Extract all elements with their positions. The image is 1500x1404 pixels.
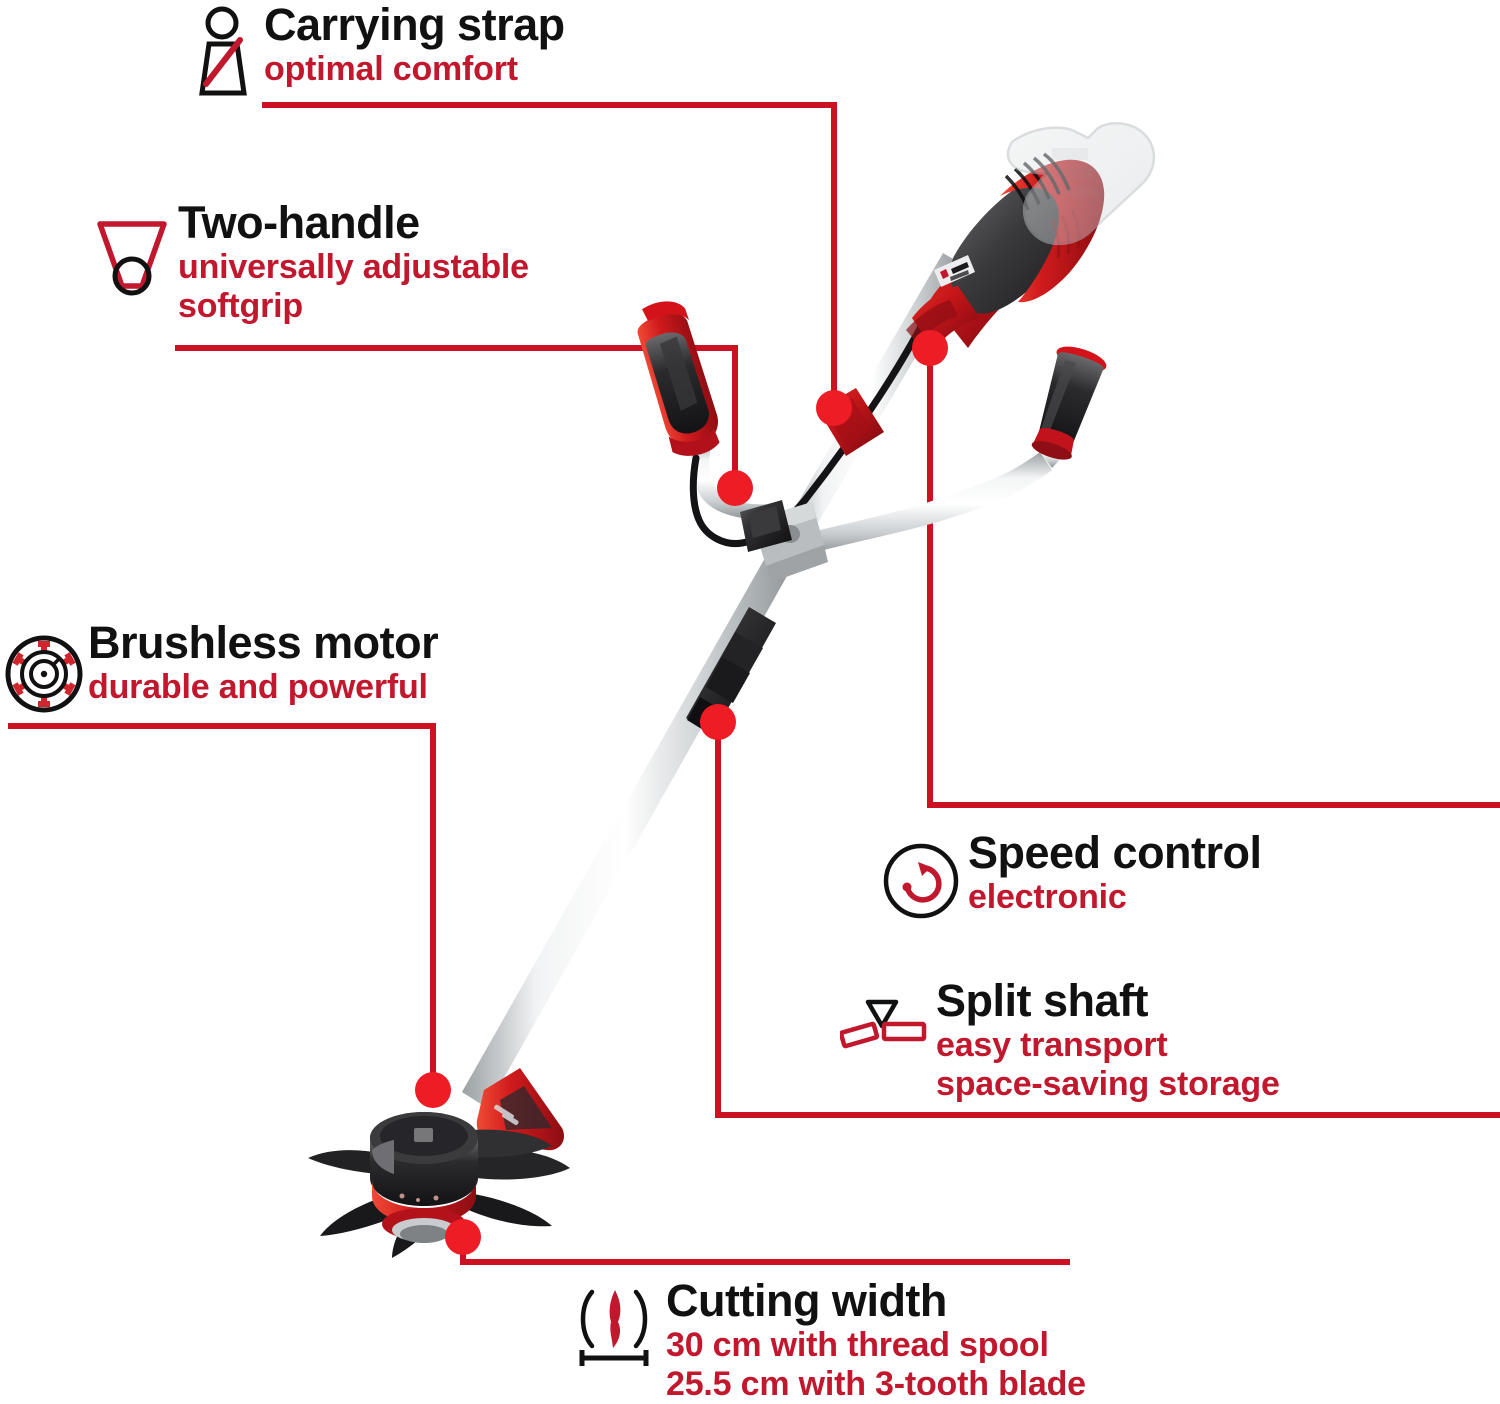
leader-brushless-motor: [8, 723, 436, 1088]
split-shaft-coupling: [686, 607, 776, 736]
brand-badge: [934, 255, 975, 287]
dot-carrying-strap: [816, 390, 852, 426]
guard-wing-right: [470, 1148, 570, 1180]
handle-trapezoid-icon: [92, 210, 172, 303]
bike-handle-grip: [1031, 346, 1107, 460]
bike-handle-bar-2: [1040, 437, 1068, 468]
callout-subtitle: electronic: [968, 878, 1127, 916]
cutting-width-caliper-icon: [568, 1284, 660, 1381]
callout-title: Two-handle: [178, 197, 420, 248]
motor-stator-icon: [4, 634, 84, 719]
callout-brushless-motor: Brushless motor durable and powerful: [5, 617, 439, 713]
power-cable: [738, 296, 939, 547]
callout-speed-control: Speed control electronic: [883, 827, 1262, 919]
blade-arm-right: [464, 1194, 552, 1227]
shaft-lower: [462, 535, 800, 1108]
callout-title: Cutting width: [666, 1275, 947, 1326]
callout-subtitle-2: softgrip: [178, 287, 303, 326]
callout-title: Split shaft: [936, 975, 1149, 1026]
blade-arm-left: [320, 1198, 406, 1236]
loop-handle-grip: [637, 301, 720, 456]
circular-arrow-icon: [882, 842, 960, 925]
battery-pack: [1006, 122, 1155, 245]
dot-speed-control: [912, 330, 948, 366]
bike-handle-bar: [795, 452, 1052, 556]
dot-brushless-motor: [415, 1072, 451, 1108]
callout-two-handle: Two-handle universally adjustable softgr…: [97, 197, 529, 327]
callout-subtitle-1: easy transport: [936, 1026, 1168, 1064]
motor-head: [906, 152, 1105, 350]
leader-dots: [415, 330, 948, 1255]
callout-carrying-strap: Carrying strap optimal comfort: [199, 0, 565, 96]
callout-subtitle: optimal comfort: [264, 50, 518, 88]
dot-split-shaft: [700, 704, 736, 740]
guard-wing-back: [452, 1129, 552, 1158]
callout-cutting-width: Cutting width 30 cm with thread spool 25…: [579, 1275, 1086, 1404]
callout-subtitle: durable and powerful: [88, 668, 428, 706]
callout-title: Carrying strap: [264, 0, 565, 50]
callout-subtitle-1: 30 cm with thread spool: [666, 1326, 1049, 1364]
split-bars-triangle-icon: [838, 988, 932, 1059]
shaft-upper: [782, 253, 968, 543]
callout-title: Brushless motor: [88, 617, 439, 668]
leader-speed-control: [927, 350, 1500, 808]
handlebar-clamp: [752, 502, 828, 582]
leader-cutting-width: [460, 1239, 1070, 1265]
cable-clamp: [740, 500, 792, 552]
cutting-head: [308, 1068, 570, 1258]
blade-arm-front: [392, 1210, 442, 1258]
callout-subtitle-1: universally adjustable: [178, 248, 529, 286]
power-cable-2: [689, 454, 746, 548]
callout-subtitle-2: space-saving storage: [936, 1065, 1280, 1104]
callout-subtitle-2: 25.5 cm with 3-tooth blade: [666, 1365, 1086, 1404]
leader-two-handle: [175, 345, 738, 485]
callout-split-shaft: Split shaft easy transport space-saving …: [838, 975, 1280, 1105]
person-with-strap-icon: [192, 6, 256, 103]
dot-cutting-width: [445, 1219, 481, 1255]
callout-title: Speed control: [968, 827, 1262, 878]
loop-handle-tube: [691, 440, 772, 520]
guard-wing-left: [308, 1150, 390, 1174]
shaft-adjust-collar: [818, 388, 884, 456]
dot-two-handle: [717, 470, 753, 506]
